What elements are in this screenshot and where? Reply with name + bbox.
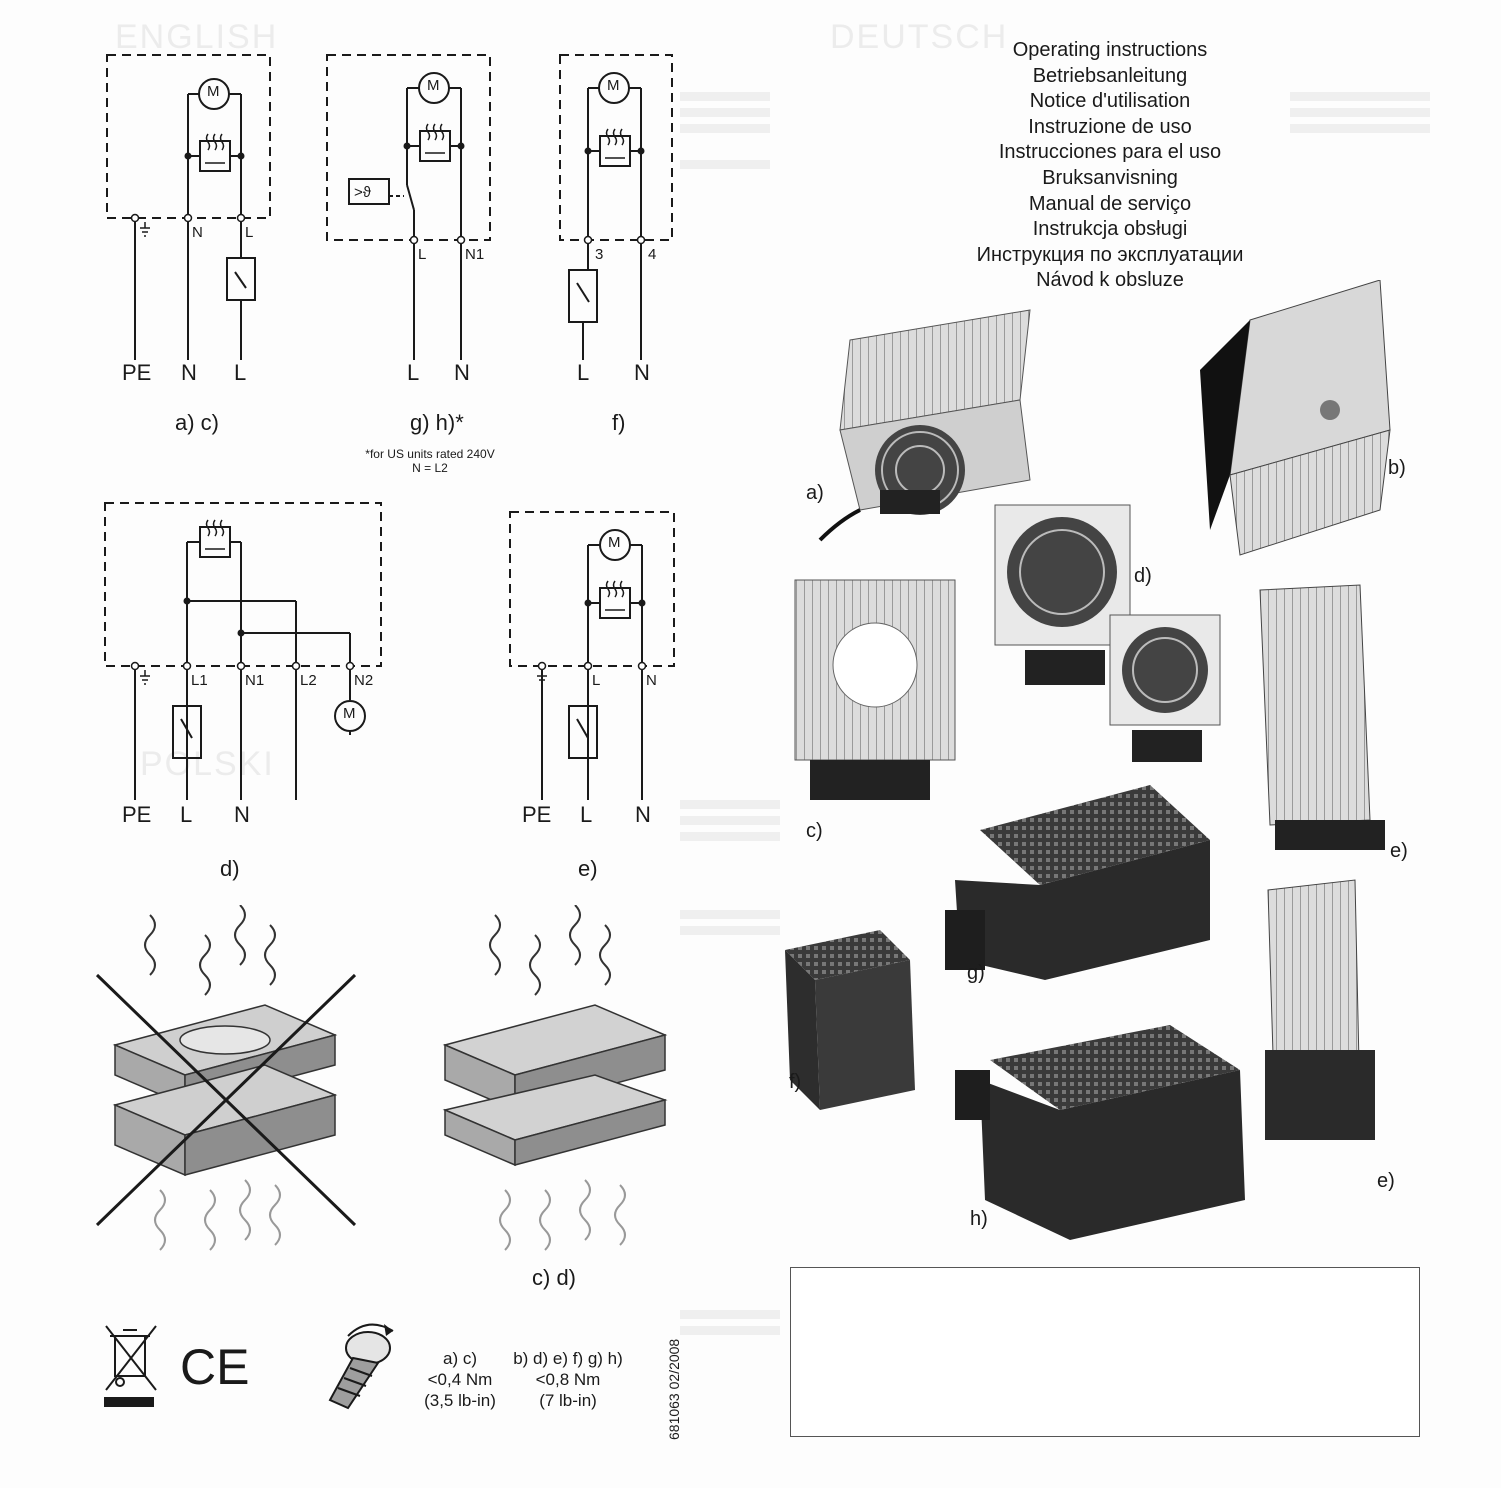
product-label-h: h) bbox=[970, 1208, 988, 1230]
product-label-g: g) bbox=[967, 962, 985, 984]
product-photo-e-top bbox=[1259, 584, 1385, 850]
terminal-label: 3 bbox=[595, 246, 604, 263]
wiring-diagram-d bbox=[104, 502, 382, 800]
title-french: Notice d'utilisation bbox=[1029, 90, 1191, 113]
terminal-label: N1 bbox=[245, 672, 265, 689]
terminal-label: N bbox=[646, 672, 657, 689]
title-czech: Návod k obsluze bbox=[1036, 269, 1184, 292]
correct-mounting bbox=[442, 1004, 668, 1167]
ghost-header-deutsch: DEUTSCH bbox=[830, 18, 1009, 56]
title-spanish: Instrucciones para el uso bbox=[998, 141, 1222, 164]
diagram-caption-e: e) bbox=[578, 856, 598, 881]
wire-label-n: N bbox=[634, 360, 650, 385]
thermostat-symbol: >ϑ bbox=[354, 184, 372, 201]
product-photo-f bbox=[785, 930, 915, 1110]
wire-label-pe: PE bbox=[122, 360, 152, 385]
wiring-diagram-gh bbox=[326, 54, 491, 360]
title-italian: Instruzione de uso bbox=[1028, 115, 1192, 138]
product-label-a: a) bbox=[806, 482, 824, 504]
motor-label-e: M bbox=[608, 534, 621, 551]
wire-label-pe: PE bbox=[122, 802, 152, 827]
diagram-caption-ac: a) c) bbox=[175, 410, 219, 435]
wire-label-n: N bbox=[181, 360, 197, 385]
wire-label-n: N bbox=[635, 802, 651, 827]
product-label-e-top: e) bbox=[1390, 840, 1408, 862]
terminal-label: 4 bbox=[648, 246, 657, 263]
title-swedish: Bruksanvisning bbox=[1042, 166, 1178, 189]
product-photo-c bbox=[794, 579, 956, 800]
terminal-label: N bbox=[192, 224, 203, 241]
ghost-header-polski: POLSKI bbox=[140, 745, 275, 783]
product-label-d: d) bbox=[1134, 565, 1152, 587]
title-portuguese: Manual de serviço bbox=[1028, 192, 1192, 215]
ghost-header-english: ENGLISH bbox=[115, 18, 279, 56]
torque-group-large: b) d) e) f) g) h) <0,8 Nm (7 lb-in) bbox=[513, 1349, 623, 1410]
document-number: 681063 02/2008 bbox=[666, 1338, 682, 1440]
empty-notes-box bbox=[790, 1267, 1420, 1437]
product-photo-d bbox=[994, 504, 1221, 762]
product-photo-e-bottom bbox=[1265, 879, 1375, 1140]
product-photos bbox=[785, 280, 1391, 1240]
terminal-label: N2 bbox=[354, 672, 374, 689]
motor-label-f: M bbox=[607, 77, 620, 94]
multilingual-titles: Operating instructions Betriebsanleitung… bbox=[940, 38, 1280, 294]
product-label-b: b) bbox=[1388, 457, 1406, 479]
product-label-e-bottom: e) bbox=[1377, 1170, 1395, 1192]
weee-bin-icon bbox=[104, 1325, 157, 1407]
wiring-diagrams: >ϑ bbox=[104, 54, 675, 800]
diagram-caption-d: d) bbox=[220, 856, 240, 881]
torque-group-small: a) c) <0,4 Nm (3,5 lb-in) bbox=[424, 1349, 496, 1410]
wire-label-n: N bbox=[454, 360, 470, 385]
us-units-note: *for US units rated 240V N = L2 bbox=[365, 447, 495, 475]
title-russian: Инструкция по эксплуатации bbox=[976, 243, 1244, 266]
diagram-caption-gh: g) h)* bbox=[410, 410, 464, 435]
screw-torque-icon bbox=[328, 1323, 394, 1410]
terminal-label: L2 bbox=[300, 672, 317, 689]
product-label-f: f) bbox=[789, 1071, 802, 1093]
product-photo-h bbox=[955, 1025, 1245, 1240]
mounting-caption: c) d) bbox=[532, 1265, 576, 1290]
title-english: Operating instructions bbox=[1012, 39, 1208, 61]
wire-label-l: L bbox=[580, 802, 593, 827]
terminal-label: L bbox=[592, 672, 601, 689]
motor-label-gh: M bbox=[427, 77, 440, 94]
wire-label-l: L bbox=[234, 360, 247, 385]
wire-label-l: L bbox=[180, 802, 193, 827]
mounting-illustration bbox=[95, 905, 668, 1251]
wiring-diagram-f bbox=[559, 54, 673, 360]
product-photo-b bbox=[1200, 280, 1391, 556]
terminal-label: L1 bbox=[191, 672, 208, 689]
title-polish: Instrukcja obsługi bbox=[1032, 218, 1188, 241]
terminal-label: L bbox=[245, 224, 254, 241]
title-german: Betriebsanleitung bbox=[1032, 64, 1188, 87]
product-photo-a bbox=[818, 309, 1031, 542]
motor-label-d: M bbox=[343, 705, 356, 722]
product-label-c: c) bbox=[806, 820, 823, 842]
wire-label-pe: PE bbox=[522, 802, 552, 827]
terminal-label: L bbox=[418, 246, 427, 263]
motor-label-ac: M bbox=[207, 83, 220, 100]
wiring-diagram-ac bbox=[106, 54, 271, 360]
diagram-caption-f: f) bbox=[612, 410, 626, 435]
terminal-label: N1 bbox=[465, 246, 485, 263]
wrong-mounting bbox=[112, 1004, 338, 1177]
product-photo-g bbox=[945, 785, 1210, 980]
wire-label-n: N bbox=[234, 802, 250, 827]
ce-mark-icon: CE bbox=[180, 1339, 250, 1395]
wire-label-l: L bbox=[577, 360, 590, 385]
wiring-diagram-e bbox=[509, 511, 675, 800]
wire-label-l: L bbox=[407, 360, 420, 385]
